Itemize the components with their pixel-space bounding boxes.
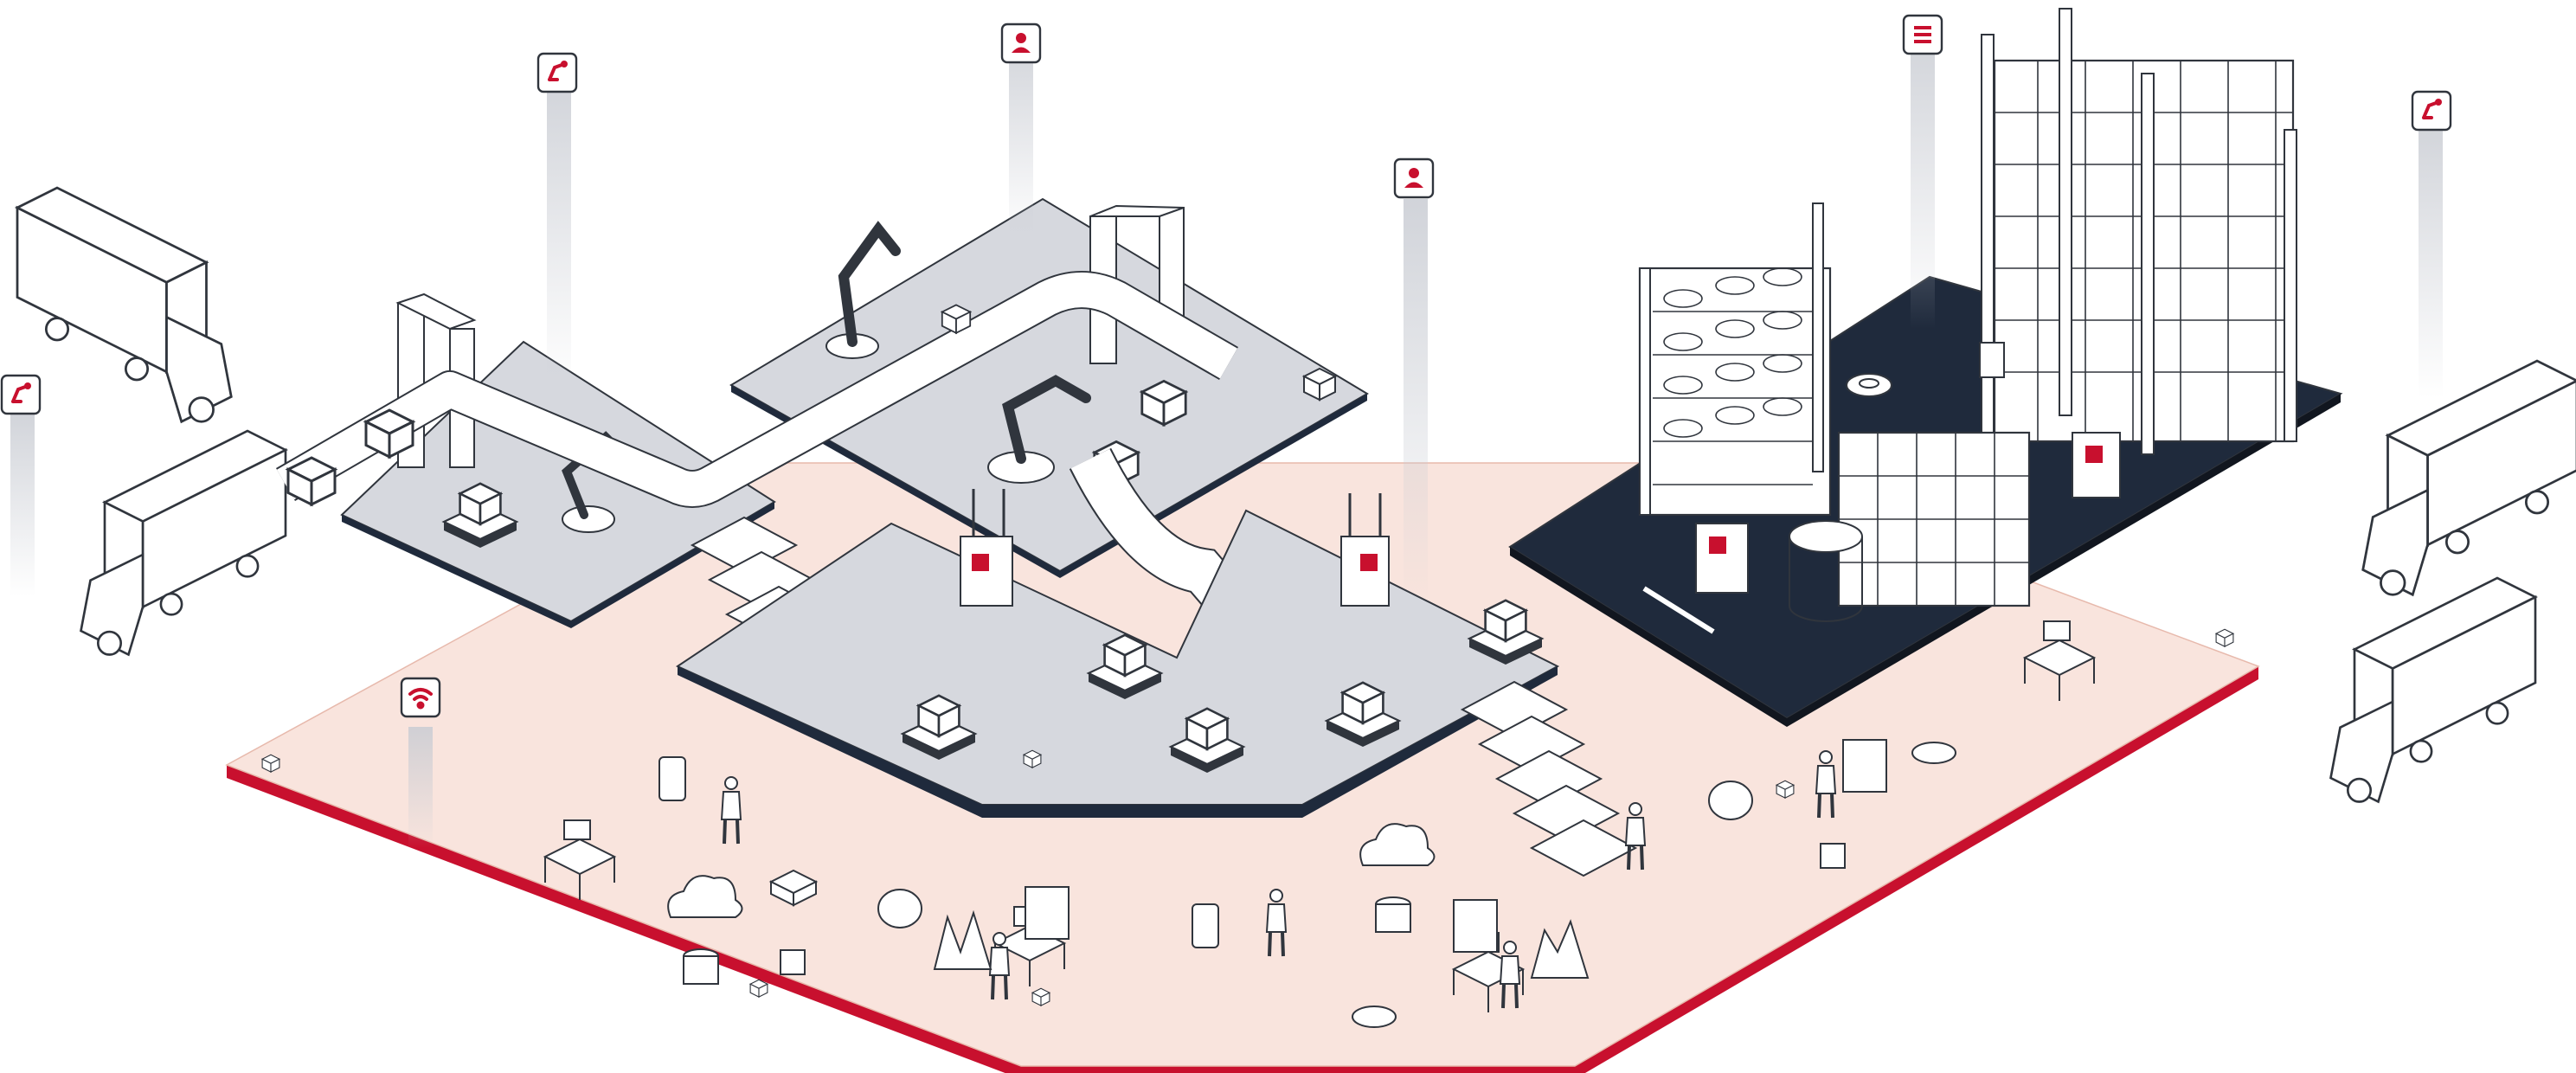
robot-arm-icon bbox=[2422, 99, 2442, 119]
power-socket bbox=[780, 843, 1846, 975]
marker-badge bbox=[2411, 90, 2452, 132]
robot-vacuum bbox=[1352, 742, 1956, 1028]
marker-badge bbox=[1000, 22, 1042, 64]
high-bay-rack bbox=[1981, 8, 2297, 455]
forklift-robot bbox=[960, 489, 1013, 607]
stairs bbox=[1460, 680, 1638, 877]
gauge bbox=[877, 781, 1753, 928]
wifi-icon bbox=[408, 688, 433, 710]
router bbox=[768, 869, 819, 907]
truck bbox=[80, 429, 287, 656]
pallet-rack bbox=[1837, 431, 2031, 607]
conveyor-belt bbox=[275, 271, 1275, 653]
marker-badge bbox=[1393, 157, 1435, 199]
forklift-robot bbox=[1340, 493, 1390, 607]
production-platform-left bbox=[340, 292, 776, 628]
marker-badge bbox=[400, 677, 441, 718]
operator-icon bbox=[1012, 33, 1031, 53]
storage-rack bbox=[1638, 202, 1832, 517]
robot-arm-icon bbox=[548, 61, 568, 81]
truck bbox=[2329, 576, 2537, 803]
production-platform-center bbox=[675, 489, 1560, 818]
robot-arm-icon bbox=[11, 382, 31, 403]
truck bbox=[2361, 359, 2576, 596]
robot-arm bbox=[825, 221, 901, 359]
forklift-robot bbox=[2072, 432, 2121, 498]
truck bbox=[16, 186, 233, 423]
cloud-database bbox=[1359, 823, 1436, 933]
marker-badge bbox=[536, 52, 578, 93]
operator-icon bbox=[1404, 168, 1423, 188]
marker-badge bbox=[0, 374, 42, 415]
cloud-database bbox=[667, 875, 743, 985]
agv-robot bbox=[1979, 342, 2005, 378]
forklift-robot bbox=[1642, 523, 1749, 634]
robot-arm bbox=[987, 375, 1091, 484]
list-icon bbox=[1914, 26, 1931, 43]
paper-roll bbox=[1789, 520, 1863, 622]
smartphone bbox=[658, 756, 1219, 948]
marker-poles bbox=[10, 35, 2443, 848]
marker-badge bbox=[1902, 14, 1943, 55]
robot-vacuum bbox=[1846, 373, 1892, 397]
dashboard-screen bbox=[1025, 739, 1887, 953]
warehouse-platform bbox=[1508, 8, 2343, 727]
chart-mountains bbox=[933, 909, 1590, 979]
